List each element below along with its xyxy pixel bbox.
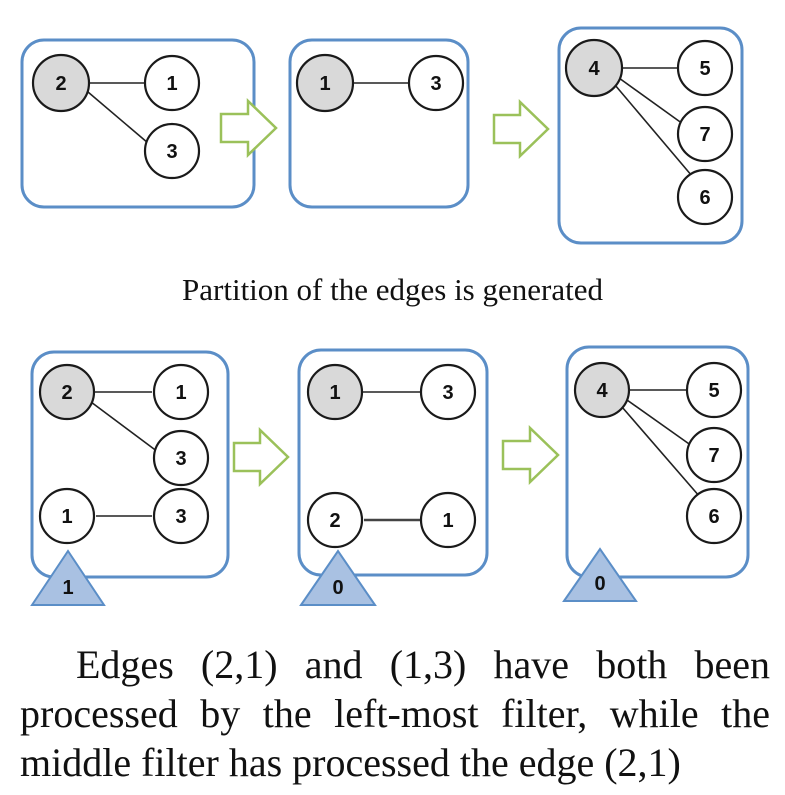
node-1: 1 [152, 363, 210, 421]
svg-text:1: 1 [62, 577, 73, 599]
node-4-root: 4 [573, 361, 631, 419]
node-4-root: 4 [564, 38, 624, 98]
node-6: 6 [685, 487, 743, 545]
svg-text:7: 7 [699, 124, 710, 146]
filter-counter-badge: 0 [562, 547, 638, 602]
caption-line-1: Edges (2,1) and (1,3) have both been [76, 642, 770, 687]
node-7: 7 [676, 105, 734, 163]
svg-text:2: 2 [55, 73, 66, 95]
edge-4-7 [626, 399, 693, 447]
node-1: 1 [143, 54, 201, 112]
node-3: 3 [419, 363, 477, 421]
svg-text:1: 1 [442, 510, 453, 532]
svg-text:1: 1 [319, 73, 330, 95]
node-2-root: 2 [31, 53, 91, 113]
bottom-caption: Edges (2,1) and (1,3) have both been pro… [20, 640, 770, 787]
bottom-panel-1: 2 1 3 1 3 1 [30, 350, 230, 606]
node-5: 5 [676, 39, 734, 97]
edge-4-6 [614, 84, 693, 177]
node-1: 1 [419, 491, 477, 549]
svg-text:1: 1 [61, 506, 72, 528]
arrow-right-icon [492, 99, 550, 159]
edge-4-7 [618, 77, 684, 125]
svg-text:1: 1 [175, 382, 186, 404]
top-panel-2: 1 3 [288, 38, 470, 209]
filter-counter-badge: 1 [30, 549, 106, 606]
arrow-right-icon [232, 427, 290, 487]
svg-text:5: 5 [708, 380, 719, 402]
node-3: 3 [407, 54, 465, 112]
svg-text:5: 5 [699, 58, 710, 80]
top-panel-3: 4 5 7 6 [557, 26, 744, 245]
node-1: 1 [38, 487, 96, 545]
caption-line-2: processed by the left-most filter, while… [20, 691, 770, 736]
node-3: 3 [152, 429, 210, 487]
edge-2-3 [87, 91, 149, 144]
svg-text:1: 1 [166, 73, 177, 95]
node-1-root: 1 [295, 53, 355, 113]
svg-text:4: 4 [588, 58, 600, 80]
filter-counter-badge: 0 [299, 549, 377, 606]
svg-text:6: 6 [699, 187, 710, 209]
node-2: 2 [306, 491, 364, 549]
node-2-root: 2 [38, 363, 96, 421]
node-6: 6 [676, 168, 734, 226]
caption-line-3: middle filter has processed the edge (2,… [20, 740, 681, 785]
node-3: 3 [152, 487, 210, 545]
svg-text:2: 2 [61, 382, 72, 404]
svg-text:3: 3 [442, 382, 453, 404]
top-panel-1: 2 1 3 [20, 38, 256, 209]
arrow-right-icon [501, 425, 560, 485]
svg-text:1: 1 [329, 382, 340, 404]
arrow-right-icon [219, 98, 278, 158]
svg-text:7: 7 [708, 445, 719, 467]
node-3: 3 [143, 122, 201, 180]
svg-text:0: 0 [332, 577, 343, 599]
node-1-root: 1 [306, 363, 364, 421]
svg-text:3: 3 [175, 448, 186, 470]
edge-4-6 [621, 406, 701, 498]
svg-text:3: 3 [166, 141, 177, 163]
node-7: 7 [685, 426, 743, 484]
svg-text:3: 3 [175, 506, 186, 528]
svg-text:2: 2 [329, 510, 340, 532]
svg-text:3: 3 [430, 73, 441, 95]
node-5: 5 [685, 361, 743, 419]
top-caption: Partition of the edges is generated [182, 272, 603, 307]
svg-text:6: 6 [708, 506, 719, 528]
edge-2-3 [90, 401, 159, 453]
bottom-panel-2: 1 3 2 1 0 [297, 348, 489, 606]
svg-text:4: 4 [596, 380, 608, 402]
svg-text:0: 0 [594, 573, 605, 595]
bottom-panel-3: 4 5 7 6 0 [562, 345, 750, 602]
